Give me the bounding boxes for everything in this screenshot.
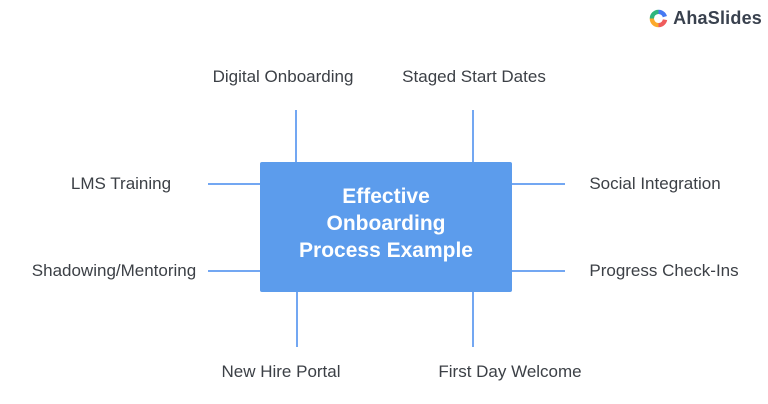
brand-name: AhaSlides (673, 8, 762, 28)
connector-right-lower (512, 270, 565, 272)
ahaslides-logo-icon (649, 9, 669, 28)
branch-label-lms-training: LMS Training (70, 174, 172, 193)
branch-label-social-integration: Social Integration (589, 174, 721, 193)
connector-left-upper (208, 183, 260, 185)
center-topic-line-1: Effective (342, 184, 430, 208)
connector-right-upper (512, 183, 565, 185)
connector-top-right (472, 110, 474, 162)
brand-logo: AhaSlides (649, 8, 762, 29)
branch-label-staged-start-dates: Staged Start Dates (402, 67, 546, 86)
branch-label-new-hire-portal: New Hire Portal (221, 362, 341, 381)
branch-label-progress-check-ins: Progress Check-Ins (589, 261, 739, 280)
connector-top-left (295, 110, 297, 162)
connector-left-lower (208, 270, 260, 272)
branch-label-shadowing-mentoring: Shadowing/Mentoring (31, 261, 197, 280)
branch-label-first-day-welcome: First Day Welcome (438, 362, 582, 381)
center-topic-line-2: Onboarding (326, 211, 446, 235)
center-topic-line-3: Process Example (299, 238, 473, 262)
connector-bottom-left (296, 292, 298, 347)
branch-label-digital-onboarding: Digital Onboarding (212, 67, 354, 86)
connector-bottom-right (472, 292, 474, 347)
center-topic-box: Effective Onboarding Process Example (260, 162, 512, 292)
